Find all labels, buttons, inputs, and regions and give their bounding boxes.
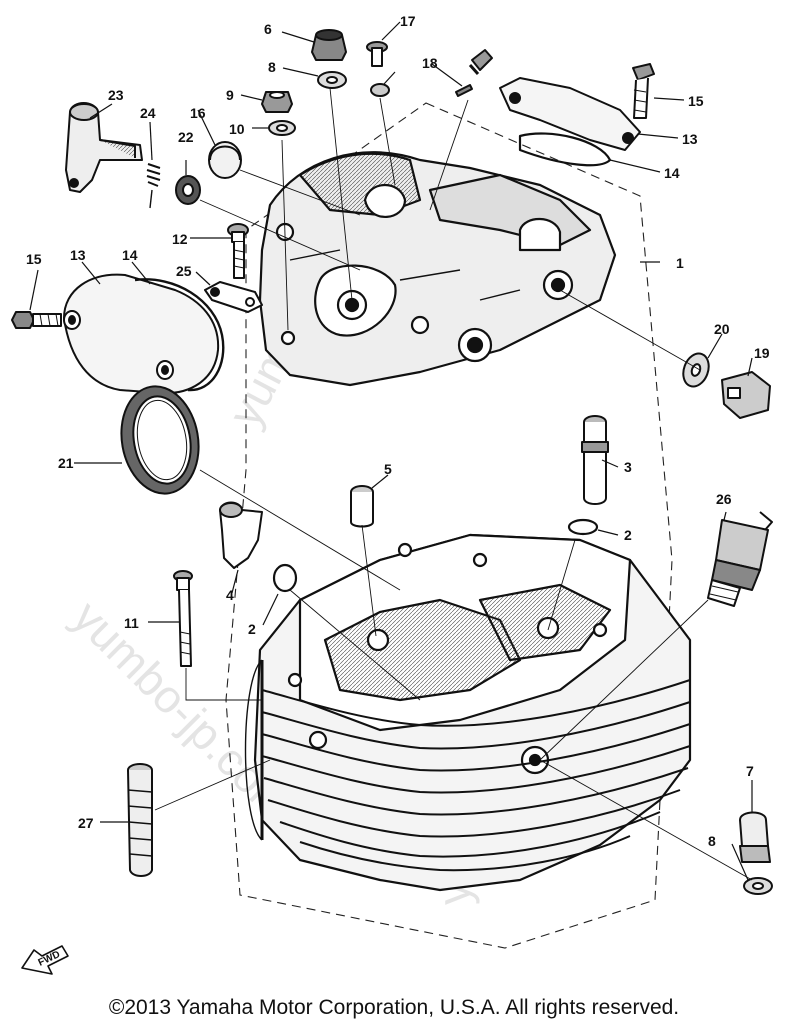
oil-seal xyxy=(175,175,201,205)
stud-bolt xyxy=(127,763,153,877)
valve-guide xyxy=(581,415,609,505)
callout-7: 7 xyxy=(746,763,754,779)
callout-9: 9 xyxy=(226,87,234,103)
callout-19: 19 xyxy=(754,345,770,361)
fwd-arrow-icon xyxy=(21,945,69,975)
washer xyxy=(268,120,296,136)
cap-nut xyxy=(311,29,347,61)
bracket xyxy=(204,281,263,313)
bolt xyxy=(11,311,62,329)
callout-numbers: 6 17 8 18 9 10 16 22 24 23 15 13 14 12 1… xyxy=(26,13,770,849)
callout-18: 18 xyxy=(422,55,438,71)
bolt xyxy=(173,570,193,667)
callout-27: 27 xyxy=(78,815,94,831)
callout-13-right: 13 xyxy=(682,131,698,147)
callout-15-left: 15 xyxy=(26,251,42,267)
o-ring xyxy=(272,563,298,593)
callout-20: 20 xyxy=(714,321,730,337)
callout-26: 26 xyxy=(716,491,732,507)
bushing xyxy=(350,485,374,528)
screw xyxy=(366,41,388,67)
washer xyxy=(743,877,773,895)
callout-14-left: 14 xyxy=(122,247,138,263)
callout-12: 12 xyxy=(172,231,188,247)
callout-8: 8 xyxy=(268,59,276,75)
leader-lines xyxy=(29,21,753,881)
copyright-notice: ©2013 Yamaha Motor Corporation, U.S.A. A… xyxy=(108,996,680,1019)
callout-3: 3 xyxy=(624,459,632,475)
o-ring xyxy=(134,278,225,392)
valve-guide xyxy=(219,501,263,569)
callout-4: 4 xyxy=(226,587,234,603)
callout-6: 6 xyxy=(264,21,272,37)
callout-8-lower: 8 xyxy=(708,833,716,849)
callout-2-left: 2 xyxy=(248,621,256,637)
plug-cap xyxy=(208,141,242,179)
drain-bolt xyxy=(721,371,771,419)
washer xyxy=(682,352,710,388)
decompression-lever xyxy=(65,102,143,193)
nut xyxy=(261,91,293,113)
screw xyxy=(468,49,493,75)
cap-nut xyxy=(739,811,771,863)
small-parts xyxy=(11,29,773,975)
washer xyxy=(370,83,390,97)
callout-17: 17 xyxy=(400,13,416,29)
callout-5: 5 xyxy=(384,461,392,477)
callout-11: 11 xyxy=(124,615,139,631)
callout-2-right: 2 xyxy=(624,527,632,543)
valve-cover xyxy=(63,273,220,395)
o-ring xyxy=(567,518,599,536)
callout-23: 23 xyxy=(108,87,124,103)
assembly-frame xyxy=(225,102,673,949)
callout-24: 24 xyxy=(140,105,156,121)
callout-14-right: 14 xyxy=(664,165,680,181)
cylinder-head xyxy=(244,533,692,892)
callout-21: 21 xyxy=(58,455,74,471)
bolt xyxy=(632,63,655,119)
callout-1: 1 xyxy=(676,255,684,271)
valve-cover xyxy=(499,77,641,151)
callout-16: 16 xyxy=(190,105,206,121)
pin xyxy=(455,84,473,97)
callout-13-left: 13 xyxy=(70,247,86,263)
washer xyxy=(317,71,347,89)
exploded-parts-diagram: yumbo-jp.com yumbo-jp.com yumbo-jp.com xyxy=(11,13,773,975)
callout-22: 22 xyxy=(178,129,194,145)
spring xyxy=(146,163,161,209)
callout-15-right: 15 xyxy=(688,93,704,109)
alignment-lines xyxy=(154,87,753,881)
spark-plug xyxy=(707,511,773,607)
bolt xyxy=(227,223,249,279)
callout-25: 25 xyxy=(176,263,192,279)
oil-seal xyxy=(120,385,200,495)
callout-10: 10 xyxy=(229,121,245,137)
